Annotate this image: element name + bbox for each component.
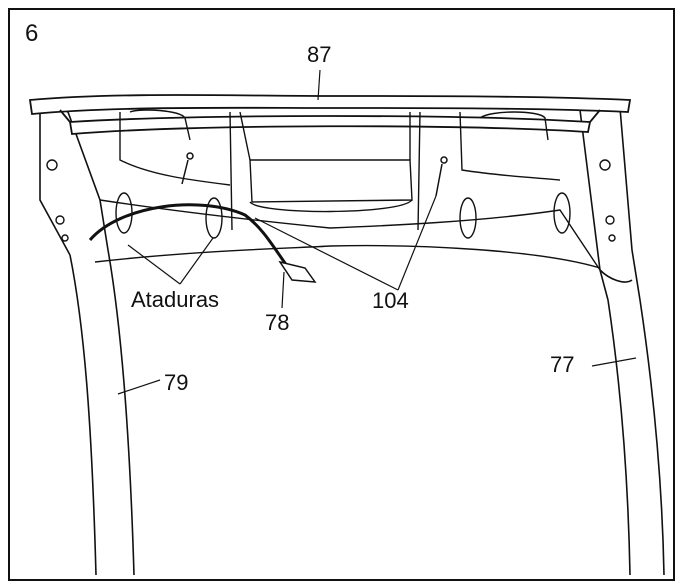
leader-79 bbox=[117, 379, 161, 395]
mounting-holes bbox=[46, 159, 616, 242]
label-part-87: 87 bbox=[307, 42, 332, 67]
label-part-79: 79 bbox=[164, 370, 189, 395]
tie-left-outer bbox=[115, 192, 133, 234]
tie-right-outer bbox=[553, 192, 571, 234]
left-upright-79 bbox=[39, 106, 135, 576]
label-part-78: 78 bbox=[265, 310, 290, 335]
tie-left-inner bbox=[205, 197, 223, 239]
tie-right-inner bbox=[459, 197, 477, 239]
leader-lines bbox=[117, 69, 637, 395]
screw-right-head bbox=[440, 156, 448, 164]
step-number: 6 bbox=[25, 20, 39, 47]
leader-87 bbox=[317, 69, 321, 101]
label-part-104: 104 bbox=[372, 288, 409, 313]
screws-104 bbox=[181, 152, 448, 197]
right-upright-77 bbox=[579, 107, 665, 576]
leader-104-left bbox=[254, 217, 399, 291]
leader-104-right bbox=[397, 195, 437, 291]
leader-77 bbox=[591, 357, 637, 367]
screw-left-head bbox=[186, 152, 194, 160]
leader-ties-right bbox=[179, 237, 214, 285]
label-ties: Ataduras bbox=[131, 287, 220, 312]
leader-78 bbox=[281, 271, 285, 309]
screw-right bbox=[435, 163, 443, 197]
console-base bbox=[94, 109, 601, 271]
figure-border bbox=[8, 8, 675, 581]
screw-left bbox=[181, 159, 189, 185]
wire-connector bbox=[278, 260, 317, 283]
leader-ties-left bbox=[127, 244, 181, 285]
wire-78 bbox=[88, 203, 317, 283]
tie-loops bbox=[115, 192, 571, 239]
label-part-77: 77 bbox=[550, 352, 575, 377]
